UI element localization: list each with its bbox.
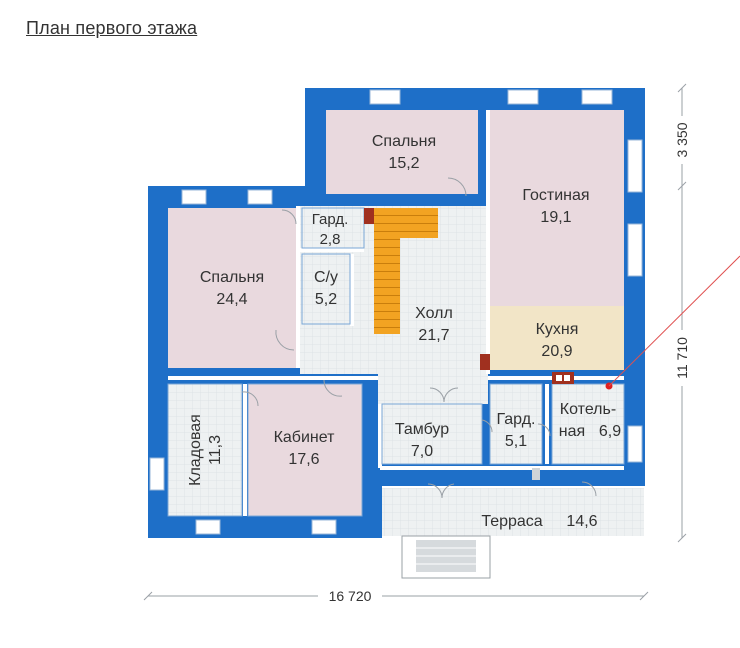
room-name-terrace: Терраса: [481, 513, 542, 530]
room-area-living: 19,1: [540, 209, 571, 226]
room-area-kitchen: 20,9: [541, 343, 572, 360]
dimension-height: 11 710: [674, 337, 690, 379]
room-area-terrace: 14,6: [566, 513, 597, 530]
room-area-study: 17,6: [288, 451, 319, 468]
doors: [241, 177, 597, 499]
storage-fill: [168, 384, 242, 516]
room-area-storage: 11,3: [207, 435, 224, 465]
dimension-width: 16 720: [329, 588, 372, 604]
interior-walls: [168, 110, 624, 516]
room-name-bathroom: С/у: [314, 269, 338, 286]
room-name-study: Кабинет: [274, 429, 336, 446]
bedroom-top-fill: [326, 110, 478, 194]
room-area-wardrobe-top: 2,8: [320, 231, 341, 248]
room-name-bedroom-top: Спальня: [372, 133, 436, 150]
entrance-steps: [401, 535, 491, 579]
room-name-vestibule: Тамбур: [395, 421, 449, 438]
room-name-living: Гостиная: [522, 187, 589, 204]
interior-wall-outlines: [167, 207, 625, 517]
room-fills: [168, 110, 644, 536]
page-title: План первого этажа: [26, 18, 198, 38]
dimension-top-offset: 3 350: [674, 122, 690, 157]
vestibule-fill: [382, 404, 482, 464]
kitchen-fill: [490, 306, 624, 370]
room-area-bathroom: 5,2: [315, 291, 337, 308]
room-name-hall: Холл: [415, 305, 453, 322]
room-area-bedroom-top: 15,2: [388, 155, 419, 172]
terrace-columns: [532, 468, 540, 480]
windows: [149, 89, 643, 535]
room-name-wardrobe-top: Гард.: [312, 211, 349, 228]
terrace-fill: [382, 488, 644, 536]
boiler-fill: [552, 384, 624, 464]
living-fill: [490, 110, 624, 306]
room-area-hall: 21,7: [418, 327, 449, 344]
study-fill: [248, 384, 362, 516]
wardrobe-bottom-fill: [490, 384, 542, 464]
hall-lower-fill: [378, 374, 488, 404]
staircase: [364, 208, 438, 334]
bedroom-left-fill: [168, 208, 296, 368]
room-area-vestibule: 7,0: [411, 443, 433, 460]
room-name-bedroom-left: Спальня: [200, 269, 264, 286]
room-name-kitchen: Кухня: [536, 321, 579, 338]
room-name-wardrobe-bottom: Гард.: [497, 411, 536, 428]
room-area-wardrobe-bottom: 5,1: [505, 433, 527, 450]
room-name-boiler-2: ная: [559, 423, 585, 440]
room-area-bedroom-left: 24,4: [216, 291, 247, 308]
room-name-storage: Кладовая: [187, 414, 204, 486]
pointer-line: [608, 255, 740, 387]
room-name-boiler-1: Котель-: [560, 401, 616, 418]
room-area-boiler: 6,9: [599, 423, 621, 440]
